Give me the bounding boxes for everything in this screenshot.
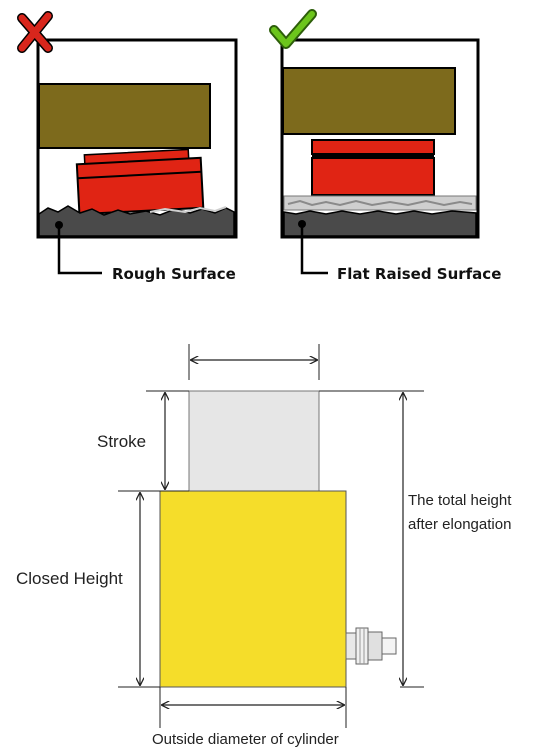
closed-height-label: Closed Height [16, 569, 123, 588]
red-x-icon [17, 11, 53, 53]
coupler-fitting [345, 627, 397, 665]
flat-surface-panel: Flat Raised Surface [269, 9, 501, 283]
rough-surface-label: Rough Surface [112, 265, 236, 283]
platen-block [38, 83, 211, 149]
outside-diameter-label: Outside diameter of cylinder [152, 731, 339, 748]
cylinder-body [159, 490, 347, 688]
total-height-label-line2: after elongation [408, 516, 511, 533]
green-check-icon [269, 9, 317, 49]
ground [283, 210, 477, 237]
rough-ground [38, 205, 235, 237]
cylinder-dimension-diagram: Stroke Closed Height The total height af… [16, 344, 512, 748]
flat-surface-label: Flat Raised Surface [337, 265, 501, 283]
level-cylinder [311, 139, 435, 196]
platen-block [282, 67, 456, 135]
tilted-cylinder [75, 148, 205, 216]
stroke-label: Stroke [97, 432, 146, 451]
rough-surface-panel: Rough Surface [17, 11, 238, 283]
total-height-label-line1: The total height [408, 492, 512, 509]
plunger [188, 390, 320, 492]
